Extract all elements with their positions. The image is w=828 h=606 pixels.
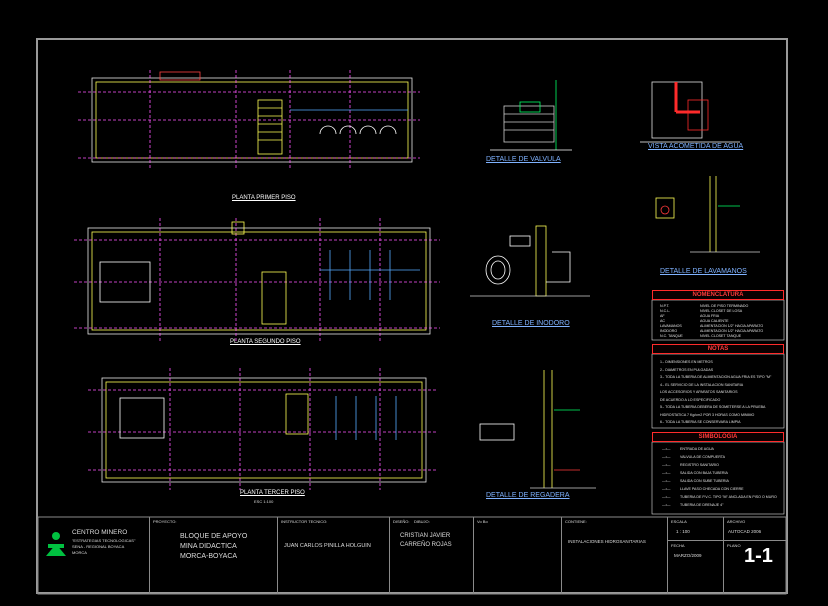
nomenclatura-code: N.C. TANQUE <box>660 334 683 338</box>
symbol-icon: —•— <box>662 455 671 459</box>
fecha-value: MARZO/2009 <box>674 553 702 558</box>
nota-item: 5.- TODA LA TUBERIA DEBERA DE SOMETERSE … <box>660 405 766 409</box>
plano-label: PLANO <box>727 543 741 548</box>
simbologia-item: TUBERIA DE DRENAJE 4" <box>680 503 724 507</box>
nomenclatura-code: N.P.T. <box>660 304 670 308</box>
plan-third-scale: ESC 1:100 <box>254 499 274 504</box>
nomenclatura-code: AC <box>660 319 665 323</box>
simbologia-item: TUBERIA DE P.V.C. TIPO "M" ANCLADA EN PI… <box>680 495 777 499</box>
simbologia-item: SALIDA CON BAJA TUBERIA <box>680 471 728 475</box>
contiene-label: CONTIENE: <box>565 519 587 524</box>
nomenclatura-desc: NIVEL CLOSET TANQUE <box>700 334 742 338</box>
institution-line-4: MORCA <box>72 550 87 555</box>
titleblock-plano: PLANO 1-1 <box>724 541 786 594</box>
nomenclatura-code: LAVAMANOS <box>660 324 682 328</box>
acometida-detail <box>640 81 740 143</box>
titleblock-escala: ESCALA 1 : 100 <box>668 517 724 541</box>
simbologia-item: ENTRADA DE AGUA <box>680 447 714 451</box>
titleblock-vobo: Vo Bo <box>474 517 562 594</box>
plan-second-floor <box>74 218 440 342</box>
vobo-label: Vo Bo <box>477 519 488 524</box>
titleblock-institution: CENTRO MINERO "ESTRATEGIAS TECNOLOGICAS"… <box>38 517 150 594</box>
sena-logo <box>46 532 66 556</box>
proyecto-line-1: BLOQUE DE APOYO <box>180 533 248 540</box>
nomenclatura-code: INODORO <box>660 329 678 333</box>
titleblock-disenio: DISEÑO: DIBUJO: CRISTIAN JAVIER CARREÑO … <box>390 517 474 594</box>
notas-header: NOTAS <box>652 344 784 354</box>
valve-detail <box>490 80 572 151</box>
titleblock-archivo: ARCHIVO AUTOCAD 2006 <box>724 517 786 541</box>
archivo-label: ARCHIVO <box>727 519 746 524</box>
institution-line-2: "ESTRATEGIAS TECNOLOGICAS" <box>72 538 136 543</box>
symbol-icon: —•— <box>662 471 671 475</box>
titleblock-fecha: FECHA MARZO/2009 <box>668 541 724 594</box>
proyecto-label: PROYECTO: <box>153 519 177 524</box>
plano-value: 1-1 <box>744 545 773 567</box>
regadera-detail <box>479 370 596 489</box>
nomenclatura-desc: NIVEL CLOSET DE LOSA <box>700 309 743 313</box>
inodoro-detail-title: DETALLE DE INODORO <box>492 320 570 327</box>
contiene-value: INSTALACIONES HIDROSANITARIAS <box>568 539 646 544</box>
nomenclatura-desc: AGUA CALIENTE <box>700 319 729 323</box>
simbologia-item: REGISTRO SANITARIO <box>680 463 719 467</box>
titleblock-instructor: INSTRUCTOR TECNICO: JUAN CARLOS PINILLA … <box>278 517 390 594</box>
symbol-icon: —•— <box>662 495 671 499</box>
proyecto-line-3: MORCA-BOYACA <box>180 553 238 560</box>
plan-first-title: PLANTA PRIMER PISO <box>232 195 296 201</box>
lavamanos-detail <box>655 176 760 253</box>
acometida-detail-title: VISTA ACOMETIDA DE AGUA <box>648 143 744 150</box>
instructor-name: JUAN CARLOS PINILLA HOLGUIN <box>284 543 371 549</box>
nota-item: HIDROSTATICA 7 Kg/cm2 POR 3 HORAS COMO M… <box>660 412 755 417</box>
nomenclatura-desc: ALIMENTACION 1/2" HACIA APARATO <box>700 324 764 328</box>
titleblock-proyecto: PROYECTO: BLOQUE DE APOYO MINA DIDACTICA… <box>150 517 278 594</box>
inodoro-detail <box>470 225 590 297</box>
disenio-label: DISEÑO: <box>393 519 410 524</box>
titleblock-contiene: CONTIENE: INSTALACIONES HIDROSANITARIAS <box>562 517 668 594</box>
instructor-label: INSTRUCTOR TECNICO: <box>281 519 328 524</box>
dibujo-label: DIBUJO: <box>414 519 430 524</box>
escala-label: ESCALA <box>671 519 687 524</box>
archivo-value: AUTOCAD 2006 <box>728 529 762 534</box>
symbol-icon: —•— <box>662 487 671 491</box>
nota-item: LOS ACCESORIOS Y APARATOS SANITARIOS <box>660 390 738 394</box>
valve-detail-title: DETALLE DE VALVULA <box>486 156 561 163</box>
disenio-line-1: CRISTIAN JAVIER <box>400 533 451 539</box>
plan-first-floor <box>78 70 420 170</box>
drawing-sheet-border <box>36 38 788 594</box>
simbologia-item: LLAVE PASO CHECADA CON CIERRE <box>680 487 744 491</box>
nota-item: DE ACUERDO A LO ESPECIFICADO <box>660 397 721 402</box>
institution-name: CENTRO MINERO <box>72 529 128 536</box>
escala-value: 1 : 100 <box>676 529 690 534</box>
simbologia-header: SIMBOLOGIA <box>652 432 784 442</box>
plan-third-floor <box>88 368 436 490</box>
symbol-icon: —•— <box>662 503 671 507</box>
nota-item: 3.- TODA LA TUBERIA DE ALIMENTACION AGUA… <box>660 375 772 379</box>
nomenclatura-desc: ALIMENTACION 1/2" HACIA APARATO <box>700 329 764 333</box>
nomenclatura-code: N.C.L. <box>660 309 671 313</box>
fecha-label: FECHA <box>671 543 685 548</box>
symbol-icon: —•— <box>662 479 671 483</box>
symbol-icon: —•— <box>662 463 671 467</box>
nota-item: 4.- EL SERVICIO DE LA INSTALACION SANITA… <box>660 382 744 387</box>
nota-item: 2.- DIAMETROS EN PULGADAS <box>660 367 714 372</box>
plan-third-title: PLANTA TERCER PISO <box>240 490 305 496</box>
institution-line-3: SENA - REGIONAL BOYACA <box>72 544 125 549</box>
plan-second-title: PLANTA SEGUNDO PISO <box>230 339 301 345</box>
nomenclatura-desc: NIVEL DE PISO TERMINADO <box>700 304 749 308</box>
lavamanos-detail-title: DETALLE DE LAVAMANOS <box>660 268 747 275</box>
nomenclatura-header: NOMENCLATURA <box>652 290 784 300</box>
simbologia-item: SALIDA CON SUBE TUBERIA <box>680 479 729 483</box>
disenio-line-2: CARREÑO ROJAS <box>400 542 452 548</box>
regadera-detail-title: DETALLE DE REGADERA <box>486 492 570 499</box>
nomenclatura-desc: AGUA FRIA <box>700 314 720 318</box>
proyecto-line-2: MINA DIDACTICA <box>180 543 237 550</box>
nota-item: 1.- DIMENSIONES EN METROS <box>660 360 713 364</box>
symbol-icon: —•— <box>662 447 671 451</box>
simbologia-item: VALVULA DE COMPUERTA <box>680 455 726 459</box>
nomenclatura-code: AF <box>660 314 665 318</box>
nota-item: 6.- TODA LA TUBERIA SE CONSERVARA LIMPIA <box>660 420 741 424</box>
